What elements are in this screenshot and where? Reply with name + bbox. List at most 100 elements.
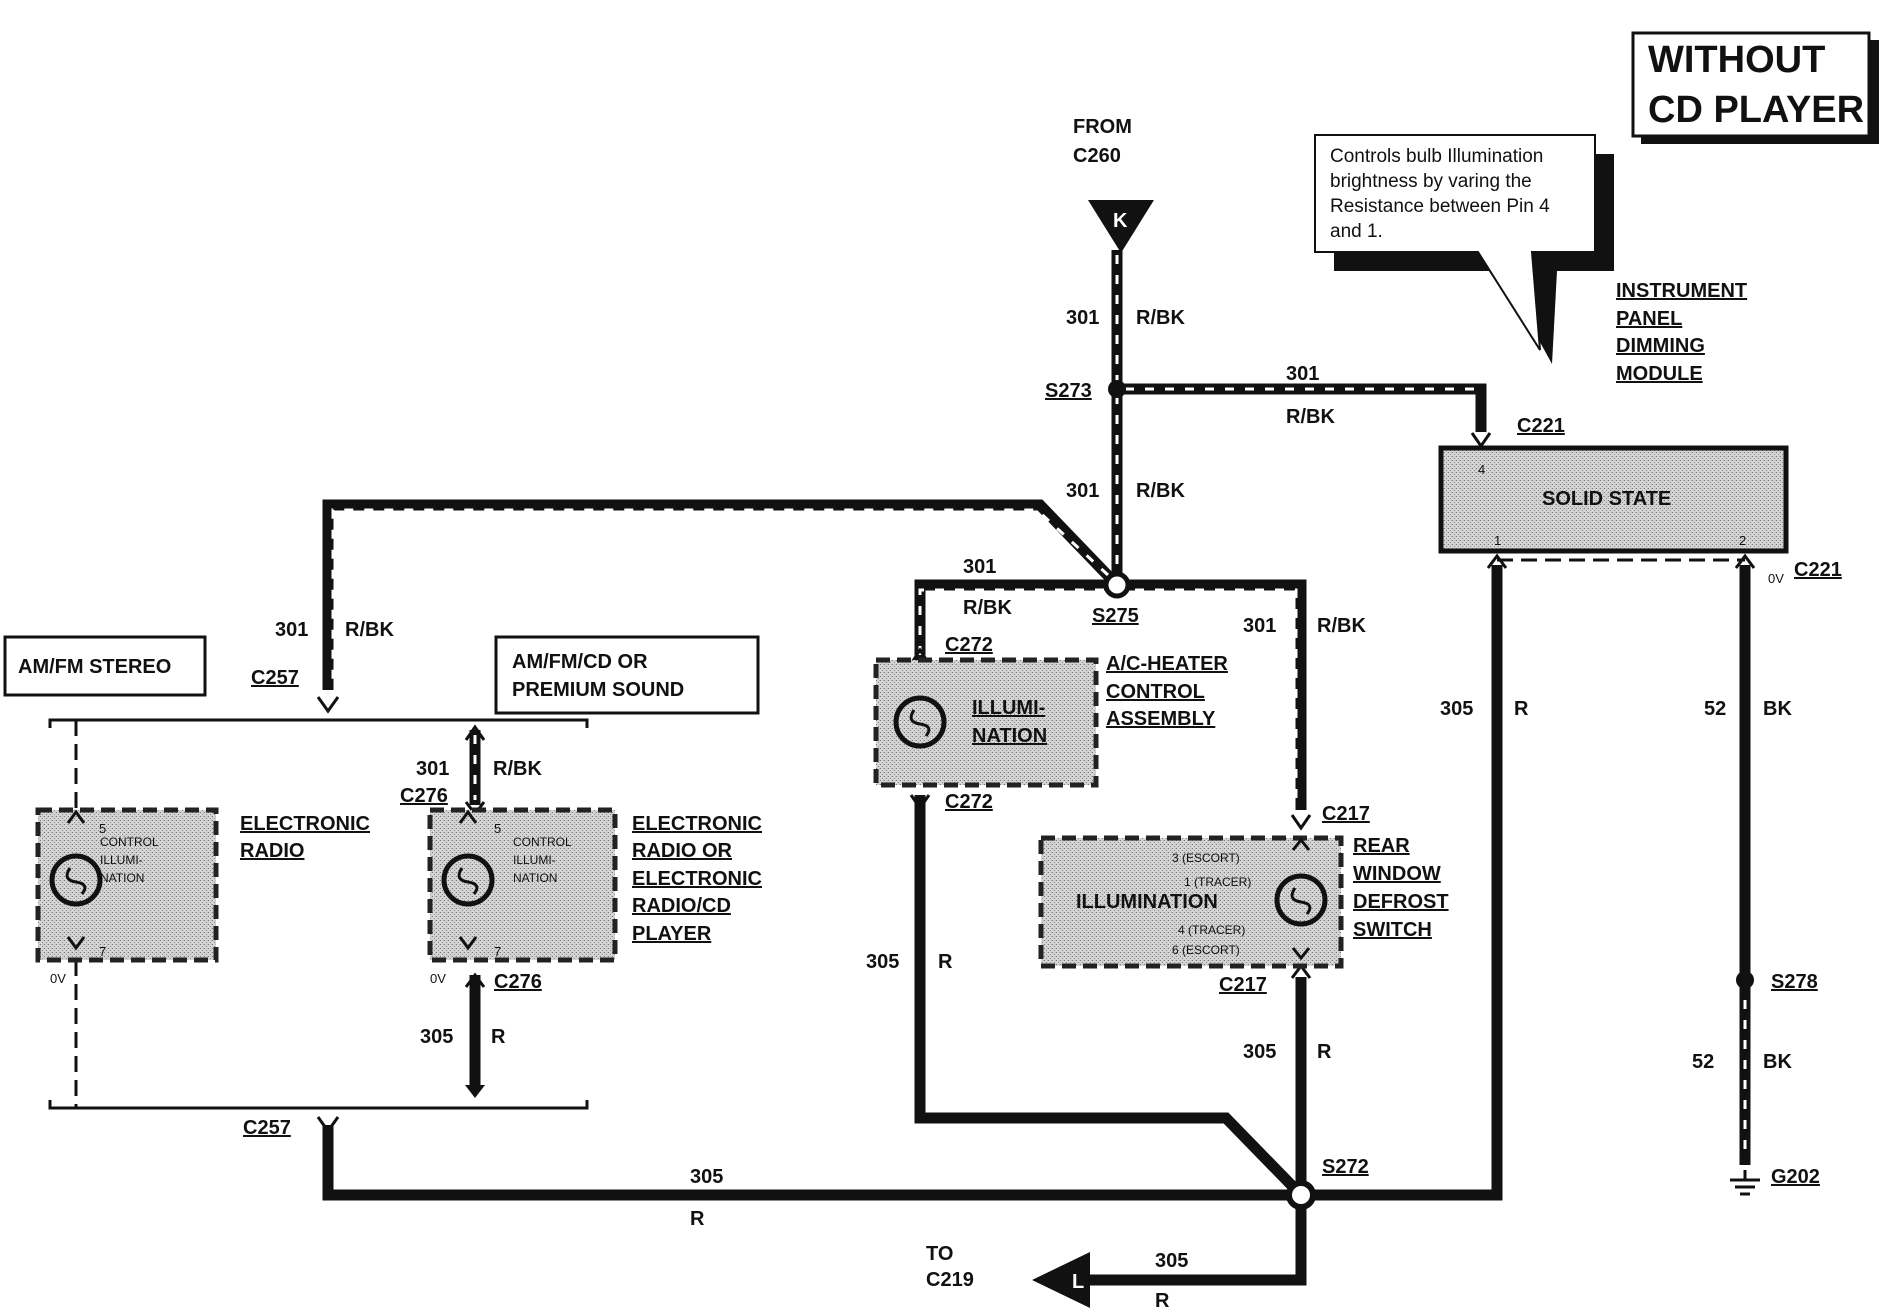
defrost-pin1: 3 (ESCORT) [1172, 851, 1240, 865]
connector-labels: C257 C257 C276 C276 C272 C272 C217 C217 [243, 634, 1370, 1139]
defrost-inner-label: ILLUMINATION [1076, 891, 1218, 913]
defrost-pin4: 6 (ESCORT) [1172, 943, 1240, 957]
ground-g202: G202 [1730, 1166, 1820, 1196]
defrost-pin3: 4 (TRACER) [1178, 923, 1245, 937]
from-arrow-icon [1088, 200, 1154, 253]
bulb-icon [49, 853, 103, 907]
wire-color: R [690, 1208, 705, 1230]
radio-cd-inner-line3: NATION [513, 871, 557, 885]
from-label: FROM [1073, 116, 1132, 138]
ac-name-line3: ASSEMBLY [1106, 708, 1216, 730]
module-pin2: 2 [1739, 533, 1746, 548]
to-connector-id: C219 [926, 1269, 974, 1291]
splice-s272-dot [1286, 1180, 1316, 1210]
defrost-name-line2: WINDOW [1353, 863, 1441, 885]
wire-circuit: 301 [1066, 480, 1099, 502]
wire-color: R [1514, 698, 1529, 720]
ac-name-line1: A/C-HEATER [1106, 653, 1228, 675]
wire-circuit: 301 [1066, 307, 1099, 329]
module-name-line4: MODULE [1616, 363, 1703, 385]
bulb-icon [441, 853, 495, 907]
connector-c272: C272 [945, 791, 993, 813]
splice-s273: S273 [1045, 380, 1092, 402]
connector-c217: C217 [1219, 974, 1267, 996]
splice-s275: S275 [1092, 605, 1139, 627]
wire-color: BK [1763, 1051, 1792, 1073]
title-line1: WITHOUT [1648, 39, 1825, 81]
wire-circuit: 52 [1704, 698, 1726, 720]
to-label: TO [926, 1243, 953, 1265]
am-fm-cd-line2: PREMIUM SOUND [512, 679, 684, 701]
module-pin4: 4 [1478, 462, 1485, 477]
wire-color: R [1155, 1290, 1170, 1312]
defrost-name-line4: SWITCH [1353, 919, 1432, 941]
dimming-module: INSTRUMENT PANEL DIMMING MODULE C221 SOL… [1438, 280, 1842, 586]
wire-circuit: 301 [963, 556, 996, 578]
module-body [1438, 445, 1789, 554]
radio-pin-bottom: 7 [99, 944, 106, 959]
wire-circuit: 301 [1286, 363, 1319, 385]
module-connector-top: C221 [1517, 415, 1565, 437]
radio-voltage: 0V [50, 971, 66, 986]
wire-circuit: 301 [1243, 615, 1276, 637]
radio-cd-inner-line2: ILLUMI- [513, 853, 556, 867]
note-callout: Controls bulb Illumination brightness by… [1314, 134, 1614, 364]
wires-305-r [322, 565, 1503, 1286]
wire-circuit: 301 [275, 619, 308, 641]
ac-inner-line2: NATION [972, 725, 1047, 747]
ac-heater-control: ILLUMI- NATION A/C-HEATER CONTROL ASSEMB… [873, 653, 1228, 788]
wire-circuit: 305 [420, 1026, 453, 1048]
connector-c272: C272 [945, 634, 993, 656]
splice-s275-dot [1103, 571, 1131, 599]
splice-s278-dot [1736, 971, 1754, 989]
defrost-name-line3: DEFROST [1353, 891, 1449, 913]
radio-cd-inner-line1: CONTROL [513, 835, 572, 849]
from-c260: FROM C260 K [1073, 116, 1154, 253]
to-letter: L [1072, 1271, 1084, 1293]
wire-circuit: 305 [690, 1166, 723, 1188]
wire-labels: 301 R/BK 301 R/BK 301 R/BK 301 R/BK 301 … [275, 307, 1792, 1312]
splice-labels: S273 S275 S272 S278 [1045, 380, 1818, 1178]
wire-circuit: 301 [416, 758, 449, 780]
bulb-icon [893, 695, 947, 749]
module-connector-bottom: C221 [1794, 559, 1842, 581]
wire-color: R/BK [1136, 480, 1185, 502]
connector-c257: C257 [251, 667, 299, 689]
radio-cd-name-line3: ELECTRONIC [632, 868, 762, 890]
to-c219: L TO C219 [926, 1243, 1090, 1308]
to-arrow-icon [1032, 1252, 1090, 1308]
rear-window-defrost: ILLUMINATION 3 (ESCORT) 1 (TRACER) 4 (TR… [1038, 835, 1449, 969]
wire-circuit: 52 [1692, 1051, 1714, 1073]
defrost-pin2: 1 (TRACER) [1184, 875, 1251, 889]
from-connector-id: C260 [1073, 145, 1121, 167]
module-name-line1: INSTRUMENT [1616, 280, 1747, 302]
ac-name-line2: CONTROL [1106, 681, 1205, 703]
connector-c276: C276 [400, 785, 448, 807]
wire-color: R [491, 1026, 506, 1048]
module-name-line2: PANEL [1616, 308, 1682, 330]
title-line2: CD PLAYER [1648, 89, 1864, 131]
connector-c257: C257 [243, 1117, 291, 1139]
radio-cd-voltage: 0V [430, 971, 446, 986]
splice-s272: S272 [1322, 1156, 1369, 1178]
radio-name-line1: ELECTRONIC [240, 813, 370, 835]
bulb-icon [1274, 873, 1328, 927]
wire-color: R [1317, 1041, 1332, 1063]
note-line3: Resistance between Pin 4 [1330, 196, 1550, 217]
radio-cd-pin-top: 5 [494, 821, 501, 836]
module-pin1: 1 [1494, 533, 1501, 548]
wire-color: R/BK [345, 619, 394, 641]
am-fm-stereo-label: AM/FM STEREO [18, 656, 171, 678]
radio-cd-name-line4: RADIO/CD [632, 895, 731, 917]
module-label: SOLID STATE [1542, 488, 1671, 510]
radio-inner-line3: NATION [100, 871, 144, 885]
wire-circuit: 305 [1155, 1250, 1188, 1272]
ground-label: G202 [1771, 1166, 1820, 1188]
wire-circuit: 305 [1243, 1041, 1276, 1063]
radio-inner-line1: CONTROL [100, 835, 159, 849]
am-fm-cd-box: AM/FM/CD OR PREMIUM SOUND [494, 635, 760, 715]
electronic-radio-cd: CONTROL ILLUMI- NATION 5 7 0V ELECTRONIC… [427, 807, 762, 986]
wire-color: R/BK [1317, 615, 1366, 637]
radio-cd-name-line1: ELECTRONIC [632, 813, 762, 835]
